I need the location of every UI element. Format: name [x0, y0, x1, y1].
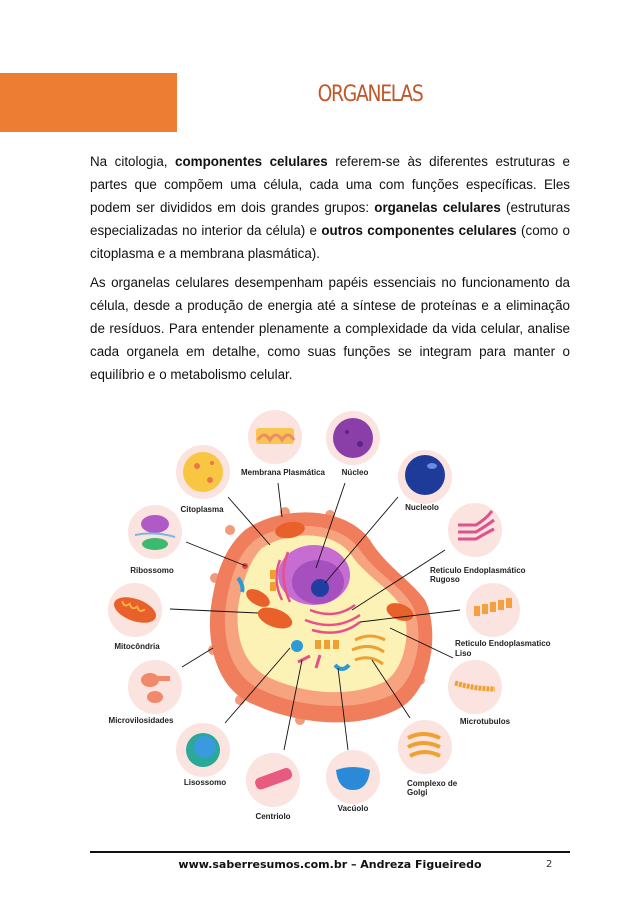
text: (como o citoplasma e a membrana plasmáti… [90, 223, 571, 261]
label-lisossomo: Lisossomo [184, 778, 226, 787]
label-mitocondria: Mitocôndria [114, 642, 160, 651]
label-citoplasma: Citoplasma [180, 505, 224, 514]
text: referem-se às diferentes estruturas e pa… [90, 154, 570, 215]
complexo-golgi-icon [398, 720, 452, 774]
intro-paragraph: Na citologia, componentes celulares refe… [90, 150, 570, 265]
mitocondria-icon [108, 583, 162, 637]
bold-term: componentes celulares [175, 154, 328, 169]
reticulo-rugoso-icon [448, 503, 502, 557]
vacuolo-icon [326, 750, 380, 804]
label-nucleolo: Nucleolo [405, 503, 439, 512]
label-reticulo-liso-line2: Liso [455, 649, 472, 658]
bold-term: organelas celulares [374, 200, 501, 215]
reticulo-liso-icon [466, 583, 520, 637]
header-accent-block [0, 73, 177, 132]
label-golgi-line1: Complexo de [407, 779, 458, 788]
centriolo-icon [246, 753, 300, 807]
second-paragraph: As organelas celulares desempenham papéi… [90, 275, 570, 382]
microtubulos-icon [448, 660, 502, 714]
label-nucleo: Núcleo [342, 468, 369, 477]
bold-term: outros componentes celulares [321, 223, 517, 238]
text: (estruturas especializadas no interior d… [90, 200, 571, 238]
label-centriolo: Centriolo [255, 812, 290, 821]
label-reticulo-rugoso-line2: Rugoso [430, 575, 460, 584]
label-golgi-line2: Golgi [407, 788, 427, 797]
cell-illustration [208, 507, 433, 725]
page-title: ORGANELAS [317, 82, 424, 107]
label-vacuolo: Vacúolo [338, 804, 369, 813]
nucleo-icon [326, 411, 380, 465]
footer-divider [90, 851, 570, 853]
label-membrana-plasmatica: Membrana Plasmática [241, 468, 326, 477]
page-number: 2 [546, 859, 553, 870]
text: Na citologia, [90, 154, 176, 169]
footer-credit: www.saberresumos.com.br – Andreza Figuei… [178, 858, 482, 871]
ribossomo-icon [128, 505, 182, 559]
label-microvilosidades: Microvilosidades [109, 716, 174, 725]
label-reticulo-rugoso-line1: Reticulo Endoplasmático [430, 566, 526, 575]
nucleolo-icon [398, 450, 452, 504]
leader-lines [169, 482, 461, 751]
lisossomo-icon [176, 723, 230, 777]
microvilosidades-icon [128, 660, 182, 714]
label-reticulo-liso-line1: Reticulo Endoplasmatico [455, 639, 551, 648]
citoplasma-icon [176, 445, 230, 499]
label-ribossomo: Ribossomo [130, 566, 174, 575]
label-microtubulos: Microtubulos [460, 717, 511, 726]
membrana-plasmatica-icon [248, 410, 302, 464]
